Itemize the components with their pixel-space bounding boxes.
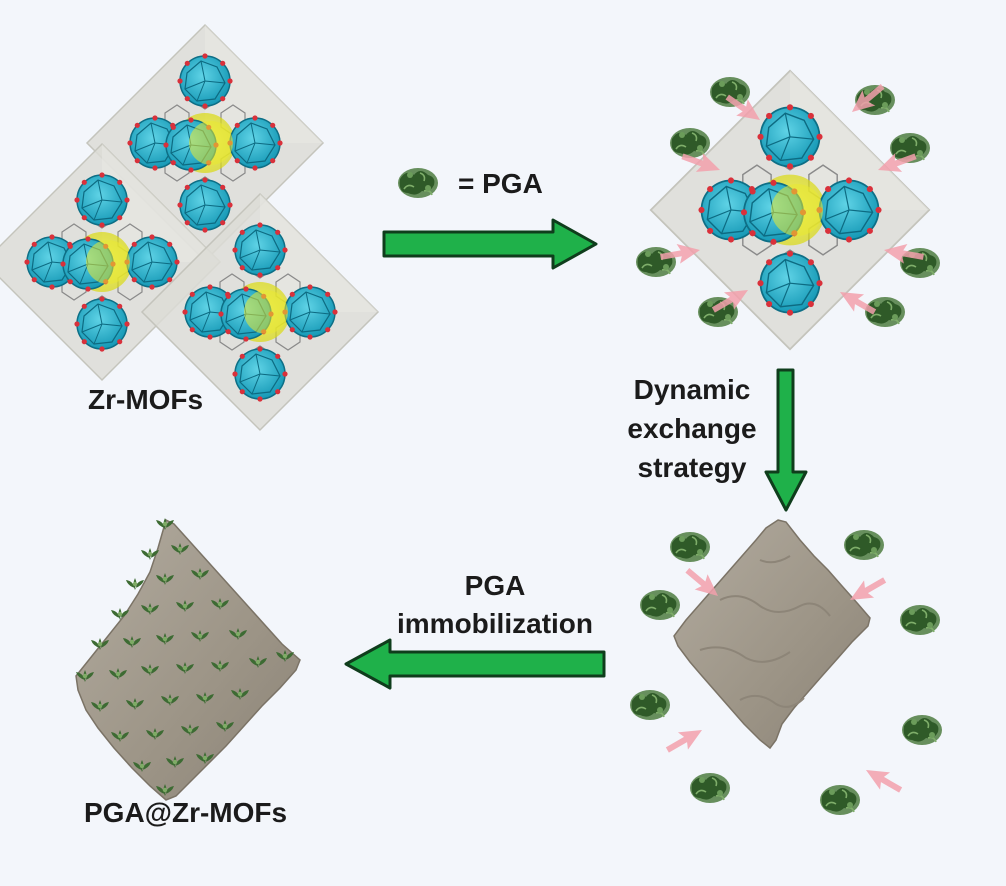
dynamic-label-line-3: strategy: [637, 452, 747, 483]
immobilization-label-line-1: PGA: [464, 570, 526, 601]
arrow-left-bottom: [344, 638, 606, 690]
zr-mofs-crystals: [0, 25, 378, 430]
pga-enzyme-icon: [397, 167, 439, 199]
immobilization-label-line-2: immobilization: [397, 608, 593, 639]
zr-mofs-label: Zr-MOFs: [88, 384, 204, 415]
arrow-right-top: [382, 218, 598, 270]
dynamic-label-line-2: exchange: [627, 413, 757, 444]
legend-text: = PGA: [458, 168, 543, 199]
dynamic-label-line-1: Dynamic: [633, 374, 751, 405]
product-label: PGA@Zr-MOFs: [84, 797, 288, 828]
pga-zr-mofs-crystal: [75, 518, 301, 801]
mof-with-enzymes: [635, 71, 941, 349]
mof-surface-exchange: [629, 519, 943, 816]
arrow-down: [764, 368, 808, 512]
